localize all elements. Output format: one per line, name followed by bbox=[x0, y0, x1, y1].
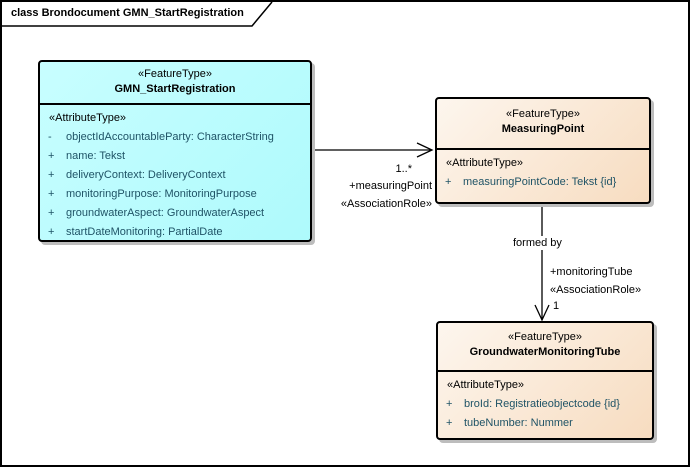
class-header: «FeatureType» GroundwaterMonitoringTube bbox=[438, 323, 652, 370]
multiplicity-label: 1 bbox=[553, 300, 560, 312]
class-name: MeasuringPoint bbox=[501, 123, 585, 135]
frame-title: class Brondocument GMN_StartRegistration bbox=[11, 7, 244, 19]
attribute-visibility: + bbox=[48, 188, 55, 200]
class-stereotype: «FeatureType» bbox=[508, 331, 582, 343]
association-role-label: +measuringPoint bbox=[349, 180, 432, 192]
class-stereotype: «FeatureType» bbox=[506, 108, 580, 120]
attribute-row: - objectIdAccountableParty: CharacterStr… bbox=[44, 128, 306, 147]
attribute-visibility: + bbox=[48, 150, 55, 162]
class-box-gmn-startregistration: «FeatureType» GMN_StartRegistration «Att… bbox=[38, 60, 312, 242]
class-stereotype: «FeatureType» bbox=[138, 68, 212, 80]
attribute-text: measuringPointCode: Tekst {id} bbox=[463, 176, 617, 188]
class-box-measuringpoint: «FeatureType» MeasuringPoint «AttributeT… bbox=[435, 97, 651, 204]
attribute-visibility: - bbox=[48, 131, 52, 143]
association-stereotype-label: «AssociationRole» bbox=[550, 284, 642, 296]
attribute-row: + startDateMonitoring: PartialDate bbox=[44, 223, 306, 242]
attribute-text: objectIdAccountableParty: CharacterStrin… bbox=[66, 131, 274, 143]
attribute-row: + monitoringPurpose: MonitoringPurpose bbox=[44, 185, 306, 204]
class-header: «FeatureType» MeasuringPoint bbox=[437, 99, 649, 148]
attribute-visibility: + bbox=[446, 417, 453, 429]
attribute-text: tubeNumber: Nummer bbox=[464, 417, 573, 429]
attribute-row: + tubeNumber: Nummer bbox=[442, 414, 648, 433]
attribute-visibility: + bbox=[445, 176, 452, 188]
attribute-section-label: «AttributeType» bbox=[446, 157, 524, 169]
class-attributes-section: «AttributeType» - objectIdAccountablePar… bbox=[40, 103, 310, 242]
attribute-text: monitoringPurpose: MonitoringPurpose bbox=[66, 188, 257, 200]
class-attributes-section: «AttributeType» + measuringPointCode: Te… bbox=[437, 148, 649, 192]
attribute-row: + broId: Registratieobjectcode {id} bbox=[442, 395, 648, 414]
class-header: «FeatureType» GMN_StartRegistration bbox=[40, 62, 310, 103]
attribute-section-label: «AttributeType» bbox=[447, 379, 525, 391]
association-role-label: +monitoringTube bbox=[550, 266, 633, 278]
association-name-label: formed by bbox=[511, 236, 564, 250]
attribute-row: + deliveryContext: DeliveryContext bbox=[44, 166, 306, 185]
class-name: GroundwaterMonitoringTube bbox=[469, 346, 621, 358]
association-arrow-monitoringtube bbox=[534, 203, 550, 322]
attribute-text: startDateMonitoring: PartialDate bbox=[66, 226, 223, 238]
attribute-text: broId: Registratieobjectcode {id} bbox=[464, 398, 620, 410]
attribute-row: + name: Tekst bbox=[44, 147, 306, 166]
attribute-visibility: + bbox=[48, 169, 55, 181]
multiplicity-label: 1..* bbox=[395, 163, 412, 175]
attribute-visibility: + bbox=[48, 207, 55, 219]
attribute-text: groundwaterAspect: GroundwaterAspect bbox=[66, 207, 265, 219]
class-box-groundwatermonitoringtube: «FeatureType» GroundwaterMonitoringTube … bbox=[436, 321, 654, 440]
attribute-visibility: + bbox=[446, 398, 453, 410]
attribute-row: + measuringPointCode: Tekst {id} bbox=[441, 173, 645, 192]
attribute-section-label: «AttributeType» bbox=[49, 112, 127, 124]
class-attributes-section: «AttributeType» + broId: Registratieobje… bbox=[438, 370, 652, 433]
attribute-text: deliveryContext: DeliveryContext bbox=[66, 169, 226, 181]
attribute-row: + groundwaterAspect: GroundwaterAspect bbox=[44, 204, 306, 223]
association-stereotype-label: «AssociationRole» bbox=[340, 198, 432, 210]
attribute-visibility: + bbox=[48, 226, 55, 238]
attribute-text: name: Tekst bbox=[66, 150, 126, 162]
association-arrow-measuringpoint bbox=[313, 142, 434, 158]
class-name: GMN_StartRegistration bbox=[114, 83, 236, 95]
